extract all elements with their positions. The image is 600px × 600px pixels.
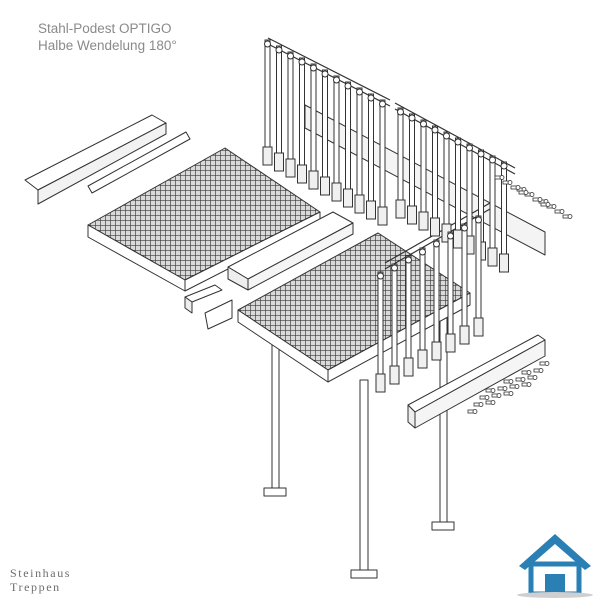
screw xyxy=(467,409,478,414)
baluster-upper-left xyxy=(262,39,273,166)
mounting-strip xyxy=(87,131,191,194)
screw-set xyxy=(467,175,573,414)
baluster-landing xyxy=(403,255,414,377)
right-wall-angle-bracket xyxy=(407,334,546,429)
screw xyxy=(532,197,543,202)
baluster-landing xyxy=(473,215,484,337)
baluster-upper-right xyxy=(418,119,429,231)
baluster-upper-left xyxy=(308,63,319,190)
screw xyxy=(562,214,573,219)
baluster-upper-right xyxy=(395,107,406,219)
screw xyxy=(494,175,505,180)
baluster-landing xyxy=(431,239,442,361)
baluster-upper-left xyxy=(297,57,307,184)
screw xyxy=(502,180,513,185)
baluster-upper-left xyxy=(320,69,330,196)
screw xyxy=(515,377,526,382)
baluster-upper-left xyxy=(366,93,376,220)
brand-line-1: Steinhaus xyxy=(10,566,72,580)
screw xyxy=(554,209,565,214)
screw xyxy=(540,202,551,207)
screw xyxy=(539,361,550,366)
screw xyxy=(485,400,496,405)
baluster-upper-right xyxy=(453,137,463,249)
brand-line-2: Treppen xyxy=(10,580,61,594)
brand-wordmark: Steinhaus Treppen xyxy=(10,566,71,594)
screw xyxy=(497,386,508,391)
baluster-upper-right xyxy=(487,155,498,267)
screw xyxy=(491,393,502,398)
baluster-landing xyxy=(459,223,470,345)
center-connecting-beam xyxy=(227,211,354,291)
corner-bracket-upper xyxy=(184,284,223,314)
baluster-upper-right xyxy=(430,125,440,237)
baluster-upper-left xyxy=(354,87,365,214)
left-grating-platform xyxy=(87,147,321,292)
screw xyxy=(479,395,490,400)
corner-bracket-lower xyxy=(204,299,233,330)
drawing-caption: Stahl-Podest OPTIGO Halbe Wendelung 180° xyxy=(38,20,177,54)
landing-front-post xyxy=(350,379,378,579)
baluster-landing xyxy=(375,271,386,393)
screw xyxy=(503,391,514,396)
screw xyxy=(485,388,496,393)
screw xyxy=(503,379,514,384)
caption-subtitle: Halbe Wendelung 180° xyxy=(38,38,177,53)
left-wall-angle-bracket xyxy=(24,114,167,205)
baluster-upper-left xyxy=(274,45,284,172)
screw xyxy=(473,402,484,407)
screw xyxy=(518,190,529,195)
railing-balusters xyxy=(262,39,509,393)
screw xyxy=(527,375,538,380)
screw xyxy=(509,384,520,389)
baluster-upper-right xyxy=(407,113,417,225)
screw xyxy=(521,382,532,387)
screw xyxy=(521,370,532,375)
baluster-upper-right xyxy=(441,131,452,243)
baluster-landing xyxy=(417,247,428,369)
baluster-upper-left xyxy=(377,99,388,226)
baluster-landing xyxy=(389,263,400,385)
screw xyxy=(510,185,521,190)
screw xyxy=(533,368,544,373)
caption-title: Stahl-Podest OPTIGO xyxy=(38,21,172,36)
baluster-upper-left xyxy=(285,51,296,178)
baluster-landing xyxy=(445,231,456,353)
house-icon xyxy=(517,534,593,598)
baluster-upper-right xyxy=(499,161,509,273)
baluster-upper-left xyxy=(331,75,342,202)
baluster-upper-left xyxy=(343,81,353,208)
